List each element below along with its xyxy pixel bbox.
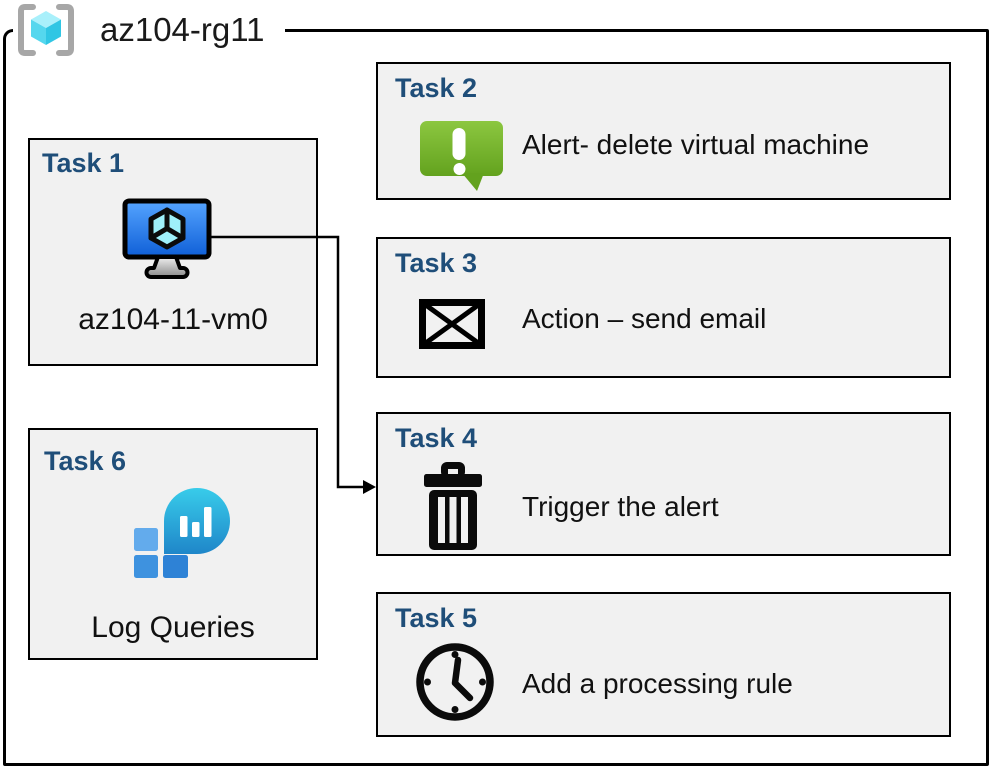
task3-label: Task 3 (395, 248, 478, 278)
task6-box: Task 6 Log Queries (28, 428, 318, 660)
task6-text: Log Queries (91, 611, 255, 644)
task1-label: Task 1 (42, 148, 125, 178)
task5-text: Add a processing rule (522, 668, 793, 699)
task5-box: Task 5 Add a processing rule (376, 592, 951, 737)
task2-label: Task 2 (395, 73, 478, 103)
task4-text: Trigger the alert (522, 491, 719, 522)
task1-text: az104-11-vm0 (78, 303, 268, 336)
task3-box: Task 3 Action – send email (376, 237, 951, 378)
task2-text: Alert- delete virtual machine (522, 129, 870, 160)
task1-box: Task 1 az104-11-vm0 (28, 138, 318, 366)
task4-label: Task 4 (395, 423, 478, 453)
alert-icon (418, 119, 506, 193)
log-analytics-icon (133, 486, 233, 580)
task5-label: Task 5 (395, 603, 478, 633)
task4-box: Task 4 Trigger the alert (376, 412, 951, 556)
task3-text: Action – send email (522, 303, 767, 334)
resource-group-frame (3, 29, 989, 766)
frame-title-gap (13, 25, 285, 36)
resource-group-icon (15, 3, 77, 57)
task6-label: Task 6 (44, 446, 127, 476)
task2-box: Task 2 Alert- delete virtual machine (376, 62, 951, 200)
clock-icon (414, 641, 496, 723)
email-icon (419, 299, 485, 349)
virtual-machine-icon (122, 198, 212, 280)
resource-group-title: az104-rg11 (100, 11, 265, 48)
trash-icon (422, 460, 484, 552)
